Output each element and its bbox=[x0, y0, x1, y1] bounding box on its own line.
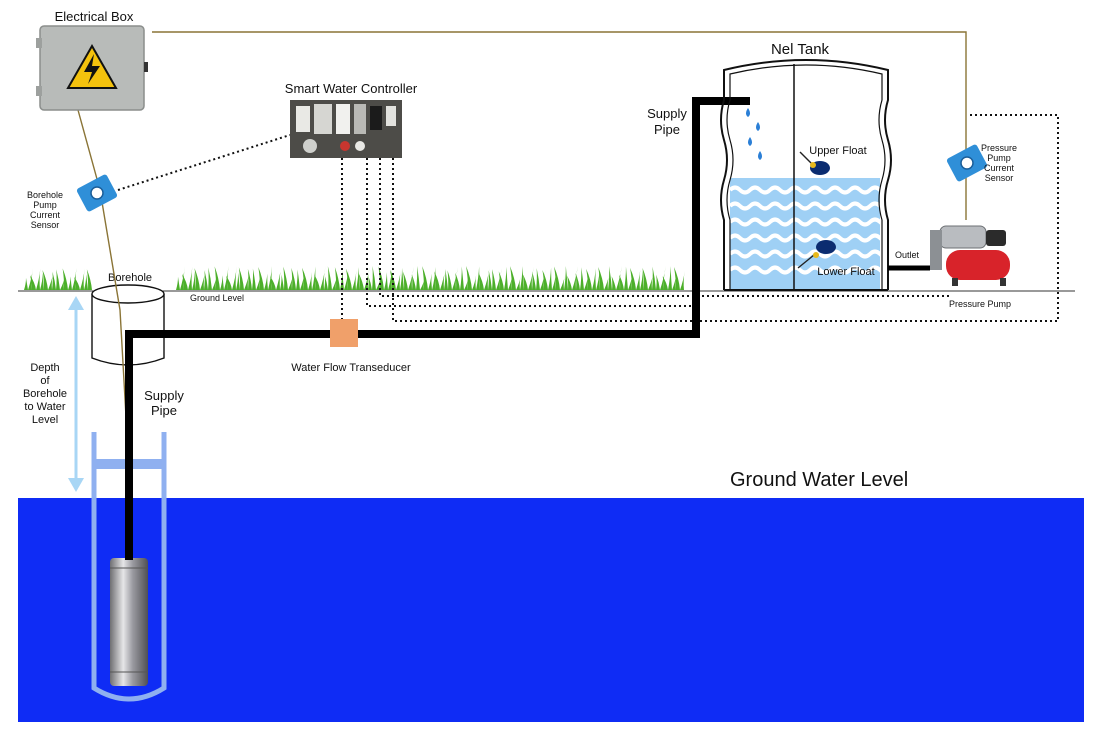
lower-float bbox=[797, 240, 836, 269]
submersible-pump bbox=[110, 558, 148, 686]
high-voltage-warning-icon bbox=[66, 43, 118, 89]
ground-water-body bbox=[18, 498, 1084, 722]
control-wires-to-field bbox=[341, 158, 1058, 322]
svg-text:Borehole: Borehole bbox=[23, 388, 67, 400]
pressure-pump-label: Pressure Pump bbox=[949, 299, 1011, 309]
pressure-pump-current-sensor bbox=[946, 144, 988, 182]
svg-text:Pump: Pump bbox=[33, 200, 57, 210]
supply-pipe-bottom-label: Supply bbox=[144, 388, 184, 403]
supply-pipe-bottom-label-2: Pipe bbox=[151, 403, 177, 418]
upper-float-label: Upper Float bbox=[809, 145, 866, 157]
borehole-cylinder bbox=[91, 284, 165, 366]
grass-left bbox=[24, 268, 92, 290]
svg-text:Pump: Pump bbox=[987, 153, 1011, 163]
depth-arrow bbox=[68, 296, 84, 492]
svg-text:Level: Level bbox=[32, 414, 58, 426]
pressure-pump bbox=[930, 225, 1010, 286]
water-flow-transducer bbox=[330, 319, 358, 347]
svg-text:Depth: Depth bbox=[30, 362, 59, 374]
power-wire-borehole bbox=[77, 109, 130, 471]
svg-text:of: of bbox=[40, 375, 50, 387]
borehole-pump-current-sensor-label: Borehole Pump Current Sensor bbox=[27, 190, 63, 230]
smart-water-controller bbox=[290, 100, 402, 158]
nel-tank bbox=[720, 59, 892, 291]
lower-float-label: Lower Float bbox=[817, 266, 874, 278]
svg-text:Current: Current bbox=[984, 163, 1015, 173]
upper-float bbox=[799, 151, 830, 175]
tank-water-waves bbox=[728, 185, 892, 275]
control-wire-pressure-sensor bbox=[970, 114, 1059, 321]
supply-pipe bbox=[125, 97, 750, 560]
nel-tank-label: Nel Tank bbox=[771, 41, 830, 58]
svg-text:Borehole: Borehole bbox=[27, 190, 63, 200]
ground-water-level-label: Ground Water Level bbox=[730, 469, 908, 491]
water-flow-transducer-label: Water Flow Transeducer bbox=[291, 362, 411, 374]
svg-text:to Water: to Water bbox=[24, 401, 65, 413]
borehole-pump-current-sensor bbox=[76, 174, 118, 212]
outlet-label: Outlet bbox=[895, 250, 920, 260]
svg-text:Sensor: Sensor bbox=[985, 173, 1014, 183]
svg-text:Current: Current bbox=[30, 210, 61, 220]
svg-text:Pressure: Pressure bbox=[981, 143, 1017, 153]
ground-level-label: Ground Level bbox=[190, 293, 244, 303]
depth-label: Depth of Borehole to Water Level bbox=[23, 362, 67, 426]
supply-pipe-top-label-2: Pipe bbox=[654, 122, 680, 137]
pressure-pump-current-sensor-label: Pressure Pump Current Sensor bbox=[981, 143, 1017, 183]
grass-middle bbox=[176, 266, 685, 290]
supply-pipe-top-label: Supply bbox=[647, 106, 687, 121]
borehole-label: Borehole bbox=[108, 272, 152, 284]
electrical-box bbox=[36, 25, 148, 111]
smart-water-controller-label: Smart Water Controller bbox=[285, 81, 418, 96]
control-wire-borehole-sensor bbox=[117, 134, 291, 191]
svg-text:Sensor: Sensor bbox=[31, 220, 60, 230]
electrical-box-label: Electrical Box bbox=[55, 9, 134, 24]
water-drop-icons bbox=[746, 108, 762, 160]
